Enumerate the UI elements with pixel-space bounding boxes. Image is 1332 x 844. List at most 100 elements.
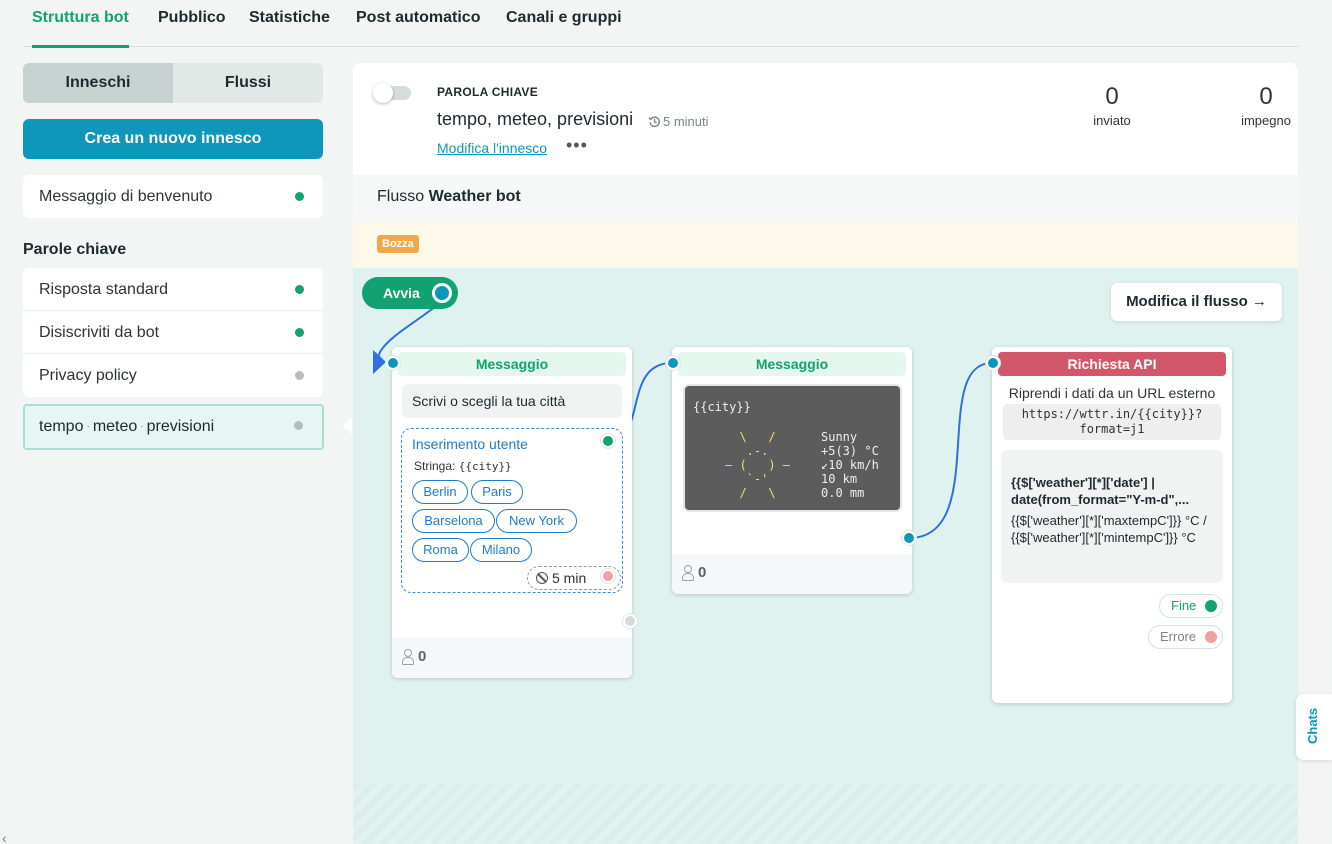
trigger-keywords: tempo, meteo, previsioni xyxy=(437,109,634,129)
edit-trigger-link[interactable]: Modifica l'innesco xyxy=(437,140,548,156)
template-text: {{$['weather'][*]['maxtempC']}} °C / {{$… xyxy=(1011,513,1207,545)
history-icon xyxy=(648,116,660,128)
quick-reply-chip[interactable]: Roma xyxy=(412,538,469,562)
draft-row: Bozza xyxy=(353,222,1298,268)
chats-tab[interactable]: Chats xyxy=(1296,694,1332,760)
tab-pubblico[interactable]: Pubblico xyxy=(158,9,226,26)
trigger-type: PAROLA CHIAVE xyxy=(437,85,539,99)
tab-struttura-bot[interactable]: Struttura bot xyxy=(32,0,129,48)
subscriber-count-value: 0 xyxy=(418,648,427,665)
weather-preview: {{city}} \ / .-. ― ( ) ― `-' / \ Sunny +… xyxy=(683,384,902,512)
tab-statistiche[interactable]: Statistiche xyxy=(249,9,330,26)
flow-name: Weather bot xyxy=(428,188,521,205)
tab-canali-e-gruppi[interactable]: Canali e gruppi xyxy=(506,9,622,26)
stat-sent: 0 inviato xyxy=(1062,83,1162,128)
timeout-port[interactable] xyxy=(601,569,615,583)
input-variable: Stringa: {{city}} xyxy=(414,459,512,473)
stat-label: impegno xyxy=(1241,113,1291,128)
user-input-title: Inserimento utente xyxy=(412,436,528,452)
quick-reply-chip[interactable]: Milano xyxy=(470,538,532,562)
no-entry-icon xyxy=(536,572,548,584)
weather-info: Sunny +5(3) °C ↙10 km/h 10 km 0.0 mm xyxy=(821,430,879,500)
node-footer: 0 xyxy=(672,554,912,594)
status-dot xyxy=(294,421,303,430)
input-port[interactable] xyxy=(386,356,400,370)
segment-flussi[interactable]: Flussi xyxy=(224,74,272,91)
error-output[interactable]: Errore xyxy=(1148,625,1223,649)
start-port[interactable] xyxy=(432,283,452,303)
user-input-block[interactable]: Inserimento utente Stringa: {{city}} Ber… xyxy=(401,428,623,593)
flow-prefix: Flusso xyxy=(377,188,425,205)
sidebar-item-privacy-policy[interactable]: Privacy policy xyxy=(23,354,323,397)
timeout-badge[interactable]: 5 min xyxy=(527,566,621,590)
stat-value: 0 xyxy=(1105,83,1119,110)
status-dot xyxy=(295,328,304,337)
subscriber-count-value: 0 xyxy=(698,564,707,581)
preview-variable: {{city}} xyxy=(693,400,751,414)
quick-reply-chip[interactable]: New York xyxy=(496,509,577,533)
selection-pointer xyxy=(342,418,352,434)
welcome-card: Messaggio di benvenuto xyxy=(23,175,323,218)
sidebar-item-risposta-standard[interactable]: Risposta standard xyxy=(23,268,323,311)
segment-inneschi[interactable]: Inneschi xyxy=(23,63,173,103)
tab-post-automatico[interactable]: Post automatico xyxy=(356,9,481,26)
sun-ascii-art: \ / .-. ― ( ) ― `-' / \ xyxy=(725,430,791,500)
default-port[interactable] xyxy=(623,614,637,628)
output-port[interactable] xyxy=(601,434,615,448)
canvas-fade xyxy=(353,784,1298,844)
more-icon[interactable]: ••• xyxy=(566,135,588,155)
error-label: Errore xyxy=(1160,629,1197,644)
input-port[interactable] xyxy=(666,356,680,370)
template-expression: {{$['weather'][*]['date'] | date(from_fo… xyxy=(1011,475,1190,507)
keyword-word: meteo xyxy=(92,418,138,435)
start-node[interactable]: Avvia xyxy=(362,277,458,309)
quick-reply-chip[interactable]: Barselona xyxy=(412,509,495,533)
create-trigger-button[interactable]: Crea un nuovo innesco xyxy=(23,119,323,159)
sidebar-item-label: Disiscriviti da bot xyxy=(39,324,160,341)
edit-flow-button[interactable]: Modifica il flusso → xyxy=(1111,283,1282,321)
error-port[interactable] xyxy=(1205,631,1217,643)
sidebar-item-welcome[interactable]: Messaggio di benvenuto xyxy=(23,175,323,218)
success-output[interactable]: Fine xyxy=(1159,594,1223,618)
success-port[interactable] xyxy=(1205,600,1217,612)
output-port[interactable] xyxy=(902,531,916,545)
quick-reply-chip[interactable]: Paris xyxy=(471,480,523,504)
trigger-flow-switch: Inneschi Flussi xyxy=(23,63,323,103)
node-footer: 0 xyxy=(392,638,632,678)
chevron-left-icon[interactable]: ‹ xyxy=(2,830,7,844)
api-url-text: https://wttr.in/{{city}}? format=j1 xyxy=(1021,407,1203,436)
timeout-label: 5 min xyxy=(552,570,587,586)
keyword-separator: · xyxy=(140,421,144,432)
start-label: Avvia xyxy=(383,285,420,301)
person-icon xyxy=(402,649,414,665)
subscriber-count: 0 xyxy=(402,648,426,665)
api-response-template: {{$['weather'][*]['date'] | date(from_fo… xyxy=(1001,450,1223,583)
keywords-list: Risposta standard Disiscriviti da bot Pr… xyxy=(23,268,323,397)
node-title: Messaggio xyxy=(398,352,626,376)
status-dot xyxy=(295,285,304,294)
input-port[interactable] xyxy=(986,356,1000,370)
success-label: Fine xyxy=(1171,598,1197,613)
status-dot xyxy=(295,371,304,380)
sidebar-item-label: Messaggio di benvenuto xyxy=(39,188,213,205)
sidebar-item-label: Privacy policy xyxy=(39,367,137,384)
sidebar-item-label: Risposta standard xyxy=(39,281,168,298)
keyword-word: previsioni xyxy=(146,418,215,435)
input-variable-type: Stringa: xyxy=(414,459,456,473)
trigger-timeout: 5 minuti xyxy=(648,114,709,129)
trigger-timeout-label: 5 minuti xyxy=(663,114,709,129)
flow-title: Flusso Weather bot xyxy=(353,175,1298,222)
chats-label: Chats xyxy=(1305,707,1320,744)
api-description: Riprendi i dati da un URL esterno xyxy=(1008,385,1216,401)
node-title: Richiesta API xyxy=(998,352,1226,376)
sidebar-item-selected-keyword[interactable]: tempo·meteo·previsioni xyxy=(23,404,324,450)
keyword-word: tempo xyxy=(39,418,84,435)
quick-reply-chip[interactable]: Berlin xyxy=(412,480,468,504)
status-badge: Bozza xyxy=(377,235,419,253)
subscriber-count: 0 xyxy=(682,564,706,581)
trigger-toggle[interactable] xyxy=(373,83,411,103)
sidebar-item-disiscriviti[interactable]: Disiscriviti da bot xyxy=(23,311,323,354)
trigger-header: PAROLA CHIAVE tempo, meteo, previsioni 5… xyxy=(353,63,1298,175)
api-url: https://wttr.in/{{city}}? format=j1 xyxy=(1003,404,1221,440)
keywords-section-title: Parole chiave xyxy=(23,241,127,258)
